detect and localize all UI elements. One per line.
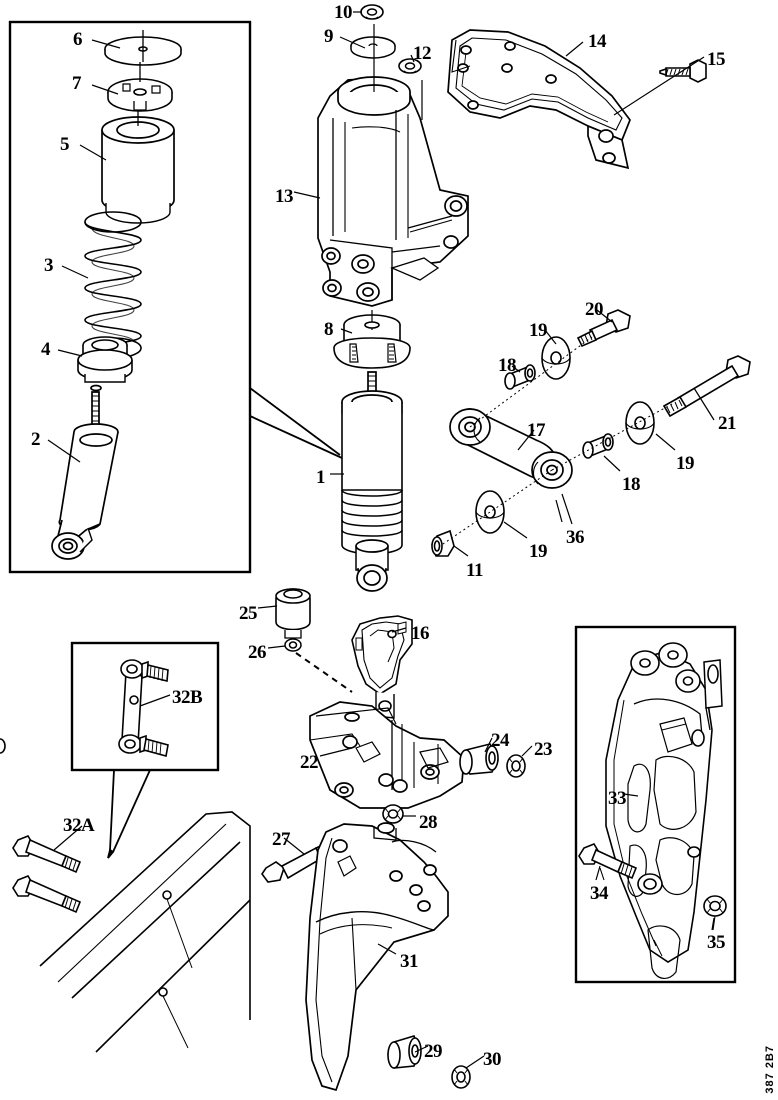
dashed-assembly-line-25 <box>295 652 353 693</box>
inset-frames <box>8 20 737 984</box>
part-19-washer-right <box>625 401 655 445</box>
part-21-through-bolt-lower <box>662 355 751 418</box>
callout-32b-drop-link: 32B <box>172 687 203 708</box>
callout-16-bracket-clamp: 16 <box>411 623 430 644</box>
part-8-strut-top-mount <box>333 310 411 369</box>
callout-22-lower-carrier: 22 <box>300 752 319 773</box>
callout-19-washer: 19 <box>529 541 548 562</box>
callout-19-washer: 19 <box>529 320 548 341</box>
callout-15-bracket-bolt: 15 <box>707 49 726 70</box>
callout-18-bushing-sleeve: 18 <box>622 474 641 495</box>
callout-6-upper-mount-cap: 6 <box>73 29 83 50</box>
part-5-bump-stop-sleeve <box>101 110 175 224</box>
callout-10-top-nut: 10 <box>334 2 353 23</box>
callout-33-suspension-arm: 33 <box>608 788 627 809</box>
callout-1-strut-assembly: 1 <box>316 467 326 488</box>
callout-12-small-nut: 12 <box>413 43 432 64</box>
callout-23-nut: 23 <box>534 739 553 760</box>
part-9-top-washer <box>350 36 396 59</box>
part-2-shock-absorber <box>51 384 119 560</box>
part-19-washer-upper <box>541 336 571 380</box>
part-13-wheel-carrier-housing <box>317 24 469 307</box>
part-10-top-nut <box>360 4 384 20</box>
callout-leaders <box>53 11 715 1069</box>
callout-24-bush: 24 <box>491 730 510 751</box>
callout-21-through-bolt-lower: 21 <box>718 413 737 434</box>
callout-17-link-arm: 17 <box>527 420 546 441</box>
part-32a-drop-link-bolts <box>12 835 82 914</box>
callout-34-arm-bolt: 34 <box>590 883 609 904</box>
part-32b-drop-link <box>118 659 169 758</box>
part-4-lower-spring-seat <box>77 336 133 383</box>
sheet-code: 387 2B7 <box>764 1045 776 1094</box>
callout-26-grease-nipple: 26 <box>248 642 267 663</box>
leader-lines-inset-left <box>47 39 121 463</box>
callout-11-nut: 11 <box>466 560 483 581</box>
callout-4-lower-spring-seat: 4 <box>41 339 51 360</box>
part-34-arm-bolt <box>578 843 638 881</box>
callout-28-nut: 28 <box>419 812 438 833</box>
assembly-axes <box>439 336 673 547</box>
part-36-pivot-bush <box>555 499 563 523</box>
inset-connector-strut <box>249 387 343 459</box>
callout-3-coil-spring: 3 <box>44 255 54 276</box>
inset-connector-link <box>107 769 151 859</box>
part-29-bush <box>387 1035 422 1069</box>
part-30-nut <box>451 1065 471 1089</box>
callout-13-wheel-carrier-housing: 13 <box>275 186 294 207</box>
part-18-bushing-upper <box>504 364 536 390</box>
callout-36-pivot-bush: 36 <box>566 527 585 548</box>
callout-25-dust-cap: 25 <box>239 603 258 624</box>
part-22-lower-carrier <box>309 701 465 822</box>
part-35-arm-nut <box>703 895 727 931</box>
callout-35-arm-nut: 35 <box>707 932 726 953</box>
callout-5-bump-stop-sleeve: 5 <box>60 134 70 155</box>
callout-2-shock-absorber: 2 <box>31 429 41 450</box>
callout-32a-drop-link-bolts: 32A <box>63 815 95 836</box>
part-19-washer-bottom <box>475 490 505 534</box>
part-16-bracket-clamp <box>351 615 413 719</box>
subframe-panel <box>39 811 251 1053</box>
callout-30-nut: 30 <box>483 1049 502 1070</box>
part-3-coil-spring <box>84 211 142 359</box>
part-23-nut <box>506 754 526 778</box>
part-6-upper-mount-cap <box>104 30 182 66</box>
callout-14-upper-bracket: 14 <box>588 31 607 52</box>
callout-20-through-bolt-upper: 20 <box>585 299 604 320</box>
part-31-trailing-arm <box>305 822 449 1092</box>
callout-19-washer: 19 <box>676 453 695 474</box>
part-1-strut-assembly <box>341 371 403 592</box>
part-28-nut <box>382 804 404 824</box>
part-24-bush <box>459 743 499 775</box>
callout-18-bushing-sleeve: 18 <box>498 355 517 376</box>
part-33-suspension-arm <box>0 642 723 979</box>
part-7-upper-spring-seat <box>107 62 173 112</box>
part-26-grease-nipple <box>284 638 302 652</box>
callout-9-top-washer: 9 <box>324 26 334 47</box>
part-25-dust-cap <box>275 588 311 639</box>
part-14-upper-bracket <box>447 29 631 170</box>
callout-27-bolt: 27 <box>272 829 291 850</box>
callout-8-strut-top-mount: 8 <box>324 319 334 340</box>
callout-31-trailing-arm: 31 <box>400 951 419 972</box>
part-20-through-bolt-upper <box>576 309 631 348</box>
callout-7-upper-spring-seat: 7 <box>72 73 82 94</box>
part-18-bushing-lower <box>582 433 614 459</box>
callout-29-bush: 29 <box>424 1041 443 1062</box>
part-17-link-arm <box>449 408 573 489</box>
